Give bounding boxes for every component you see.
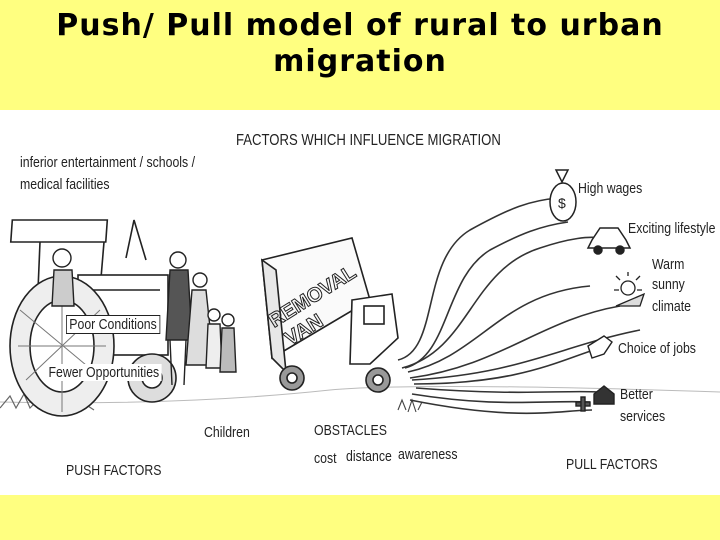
choice-of-jobs-label: Choice of jobs <box>618 340 696 357</box>
svg-text:$: $ <box>558 195 566 211</box>
children-label: Children <box>204 424 250 441</box>
car-icon <box>586 227 632 255</box>
money-bag-icon: $ <box>549 169 577 222</box>
sun-icon <box>614 272 646 307</box>
hand-icon <box>587 335 613 359</box>
push-top-note-1: inferior entertainment / schools / <box>20 154 196 171</box>
family-icon <box>165 251 237 386</box>
cross-icon <box>575 396 591 412</box>
pull-factors-label: PULL FACTORS <box>566 456 658 473</box>
better-label: Better <box>620 386 653 403</box>
title-line-1: Push/ Pull model of rural to urban <box>56 8 664 43</box>
push-factors-label: PUSH FACTORS <box>66 462 162 479</box>
obstacle-cost: cost <box>314 450 337 467</box>
obstacle-awareness: awareness <box>398 446 458 463</box>
diagram-panel: REMOVAL VAN $ <box>0 110 720 495</box>
sunny-label: sunny <box>652 276 685 293</box>
farmer-icon <box>51 248 75 307</box>
slide-title: Push/ Pull model of rural to urban migra… <box>0 8 720 80</box>
obstacles-label: OBSTACLES <box>314 422 387 439</box>
house-icon <box>593 385 615 405</box>
fewer-opportunities-label: Fewer Opportunities <box>46 364 162 381</box>
pull-branches <box>397 197 641 415</box>
poor-conditions-label: Poor Conditions <box>66 315 161 334</box>
diagram-heading: FACTORS WHICH INFLUENCE MIGRATION <box>236 132 501 149</box>
push-top-note-2: medical facilities <box>20 176 110 193</box>
exciting-lifestyle-label: Exciting lifestyle <box>628 220 716 237</box>
obstacle-distance: distance <box>346 448 392 465</box>
warm-label: Warm <box>652 256 685 273</box>
ground-line <box>0 385 720 404</box>
high-wages-label: High wages <box>578 180 643 197</box>
services-label: services <box>620 408 666 425</box>
climate-label: climate <box>652 298 691 315</box>
removal-van-icon <box>261 237 399 393</box>
title-line-2: migration <box>273 44 447 79</box>
